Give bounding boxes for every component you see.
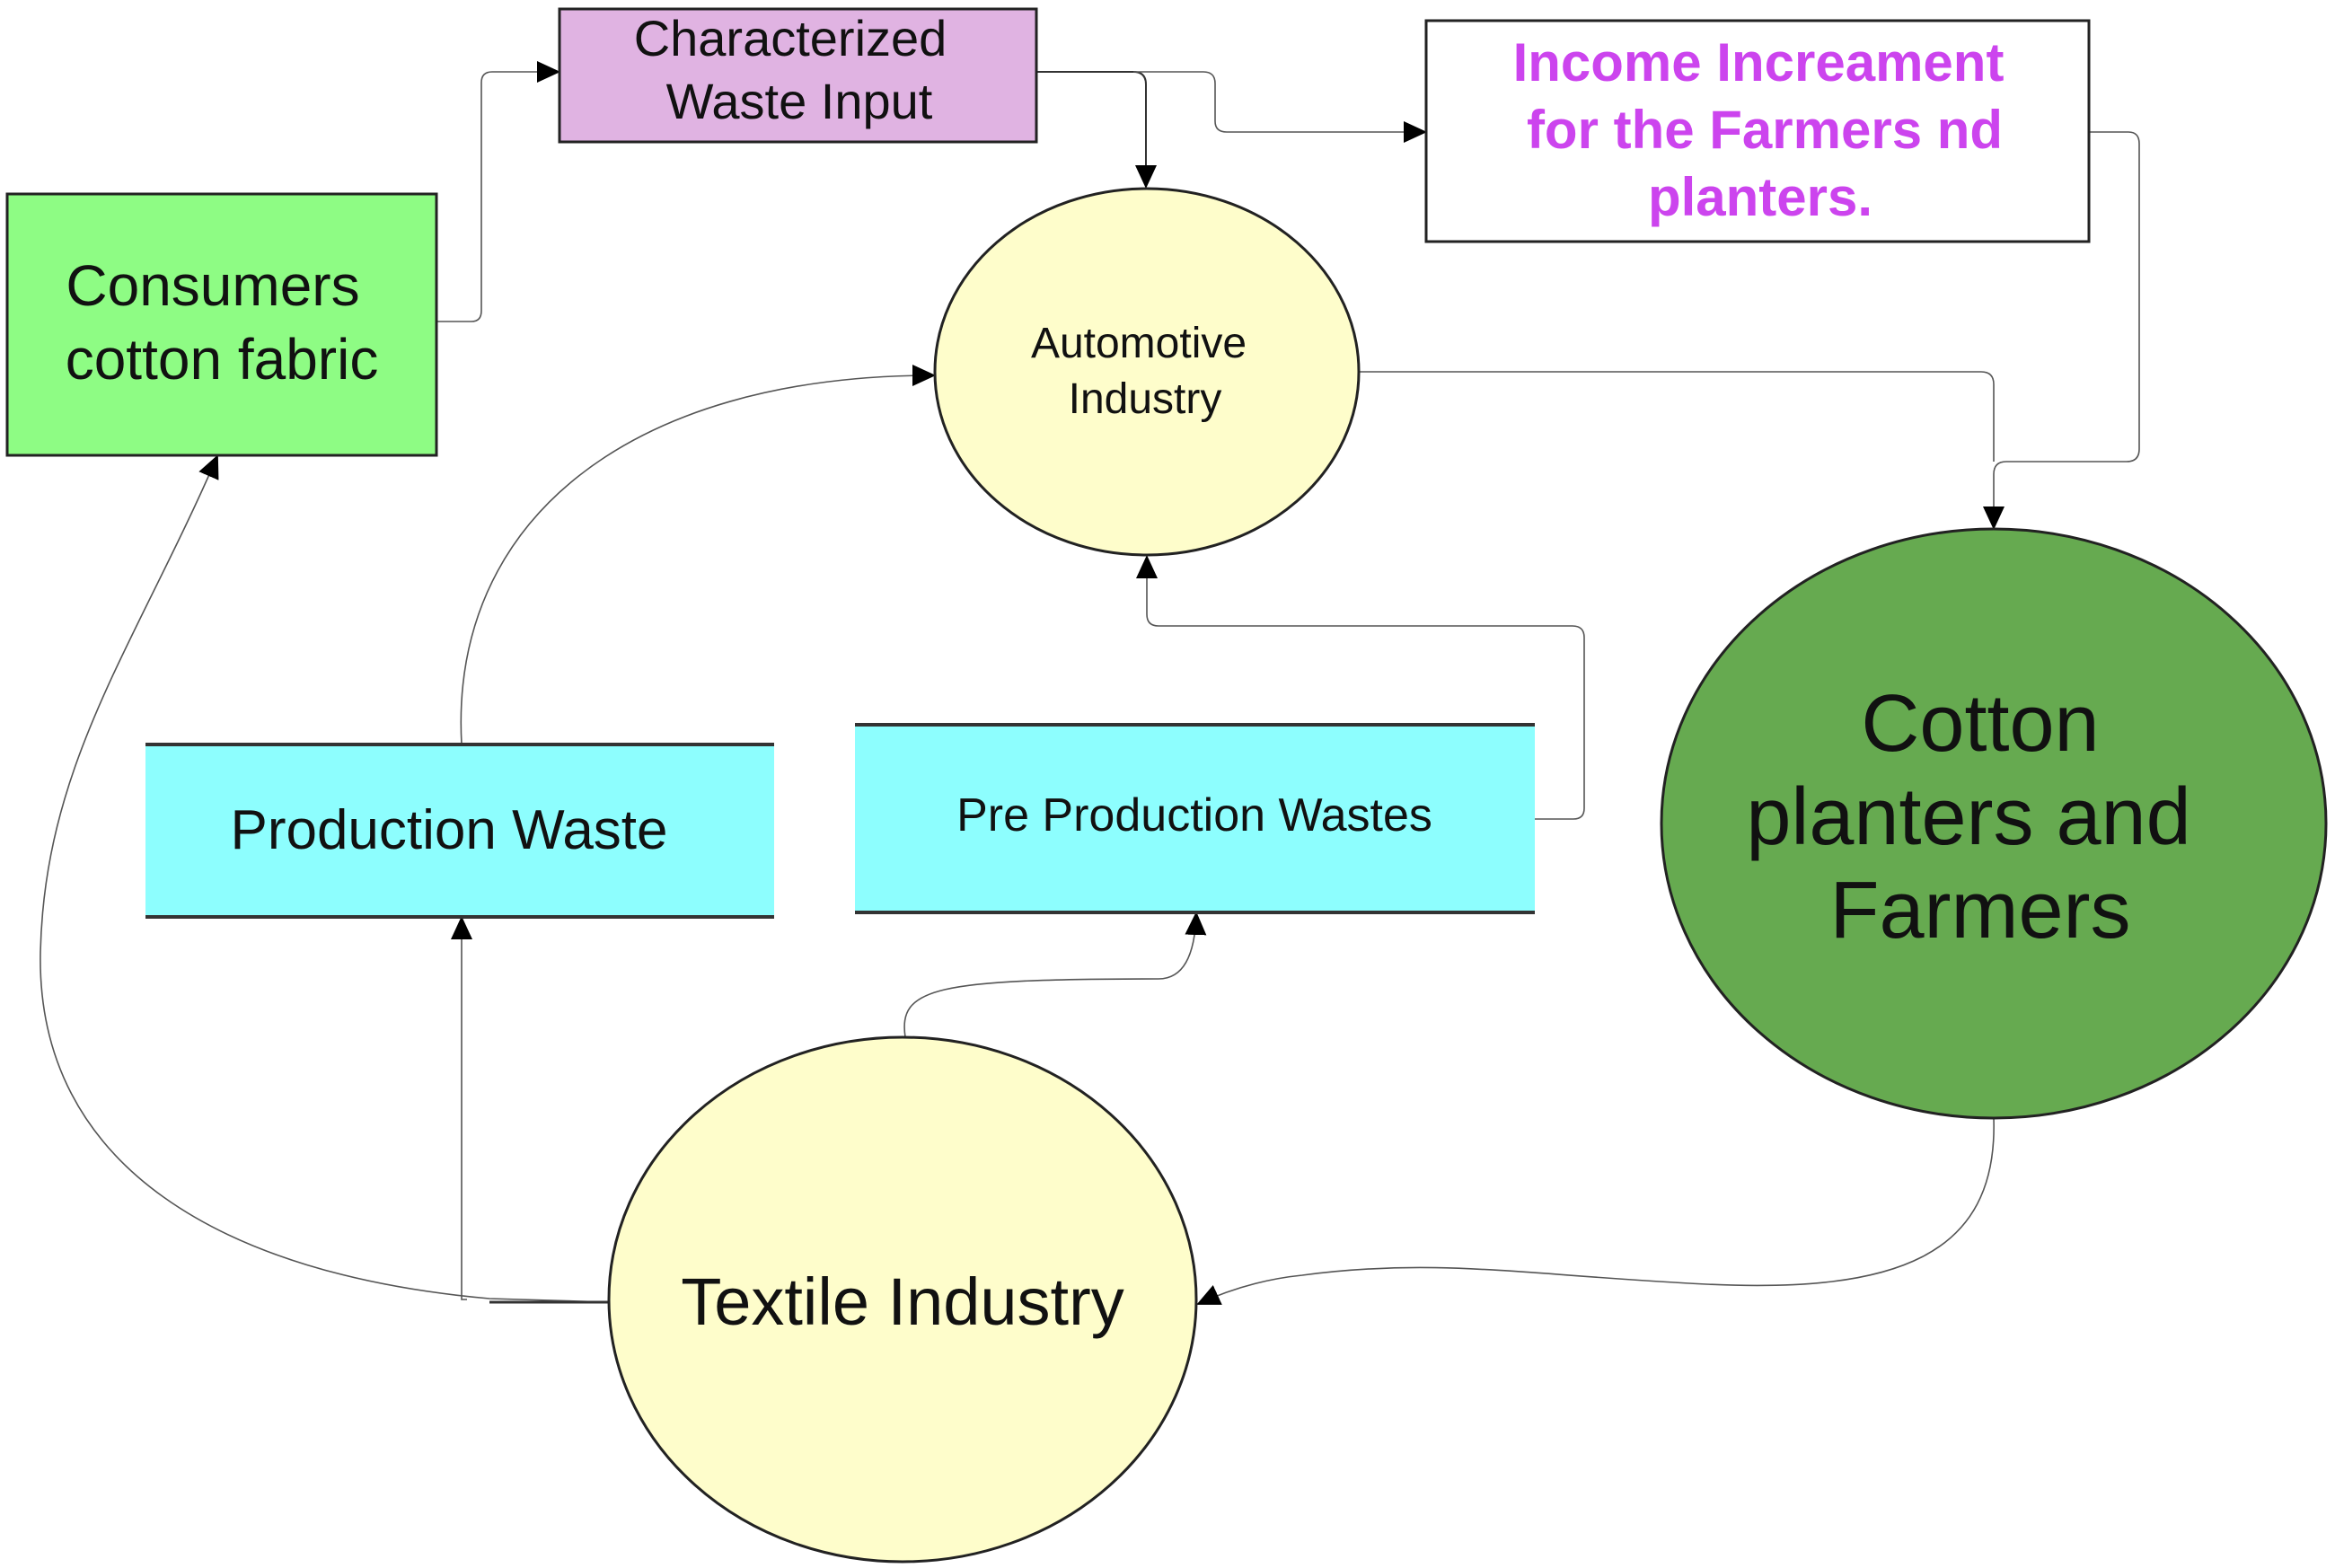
edge-cotton-to-textile bbox=[1196, 1117, 1995, 1305]
edge-production-waste-to-automotive bbox=[460, 365, 936, 745]
edges bbox=[40, 61, 2140, 1305]
node-consumers-cotton-fabric[interactable]: Consumers cotton fabric bbox=[5, 192, 438, 457]
node-automotive-industry[interactable]: Automotive Industry bbox=[933, 187, 1361, 557]
pre-production-label: Pre Production Wastes bbox=[956, 789, 1432, 841]
production-waste-label: Production Waste bbox=[230, 799, 667, 861]
edge-textile-to-pre-production bbox=[903, 912, 1207, 1038]
characterized-box bbox=[558, 7, 1038, 144]
automotive-label-line2: Industry bbox=[1069, 375, 1222, 423]
node-income-increament[interactable]: Income Increament for the Farmers nd pla… bbox=[1424, 19, 2091, 243]
characterized-label-line2: Waste Input bbox=[666, 73, 933, 129]
cotton-ellipse bbox=[1660, 527, 2328, 1120]
automotive-ellipse bbox=[933, 187, 1361, 557]
consumers-label-line1: Consumers bbox=[66, 253, 359, 318]
production-waste-box bbox=[145, 744, 774, 917]
characterized-label-line1: Characterized bbox=[634, 10, 947, 66]
edge-automotive-to-cotton bbox=[1359, 371, 1995, 462]
consumers-box bbox=[5, 192, 438, 457]
pre-production-box bbox=[855, 725, 1535, 912]
edge-pre-production-to-automotive bbox=[1136, 555, 1585, 820]
edge-consumers-to-characterized bbox=[436, 61, 560, 322]
cotton-label-line2: planters and bbox=[1746, 772, 2190, 862]
income-label-line3: planters. bbox=[1648, 167, 1872, 227]
edge-characterized-to-automotive bbox=[1036, 71, 1157, 189]
consumers-label-line2: cotton fabric bbox=[66, 327, 379, 392]
cotton-label-line3: Farmers bbox=[1830, 866, 2131, 956]
edge-textile-to-production-waste bbox=[451, 916, 472, 1300]
node-production-waste[interactable]: Production Waste bbox=[145, 743, 774, 919]
node-characterized-waste-input[interactable]: Characterized Waste Input bbox=[558, 7, 1038, 144]
textile-label: Textile Industry bbox=[681, 1264, 1124, 1339]
income-box bbox=[1424, 19, 2091, 243]
automotive-label-line1: Automotive bbox=[1031, 320, 1247, 367]
node-pre-production-wastes[interactable]: Pre Production Wastes bbox=[855, 723, 1535, 914]
edge-textile-to-consumers bbox=[40, 454, 610, 1303]
cotton-label-line1: Cotton bbox=[1861, 679, 2099, 769]
textile-ellipse bbox=[607, 1035, 1198, 1564]
edge-characterized-to-income bbox=[1133, 71, 1427, 143]
income-label-line2: for the Farmers nd bbox=[1527, 100, 2003, 160]
node-textile-industry[interactable]: Textile Industry bbox=[607, 1035, 1198, 1564]
edge-income-to-cotton bbox=[1983, 131, 2140, 530]
node-cotton-planters-and-farmers[interactable]: Cotton planters and Farmers bbox=[1660, 527, 2328, 1120]
income-label-line1: Income Increament bbox=[1513, 32, 2005, 92]
